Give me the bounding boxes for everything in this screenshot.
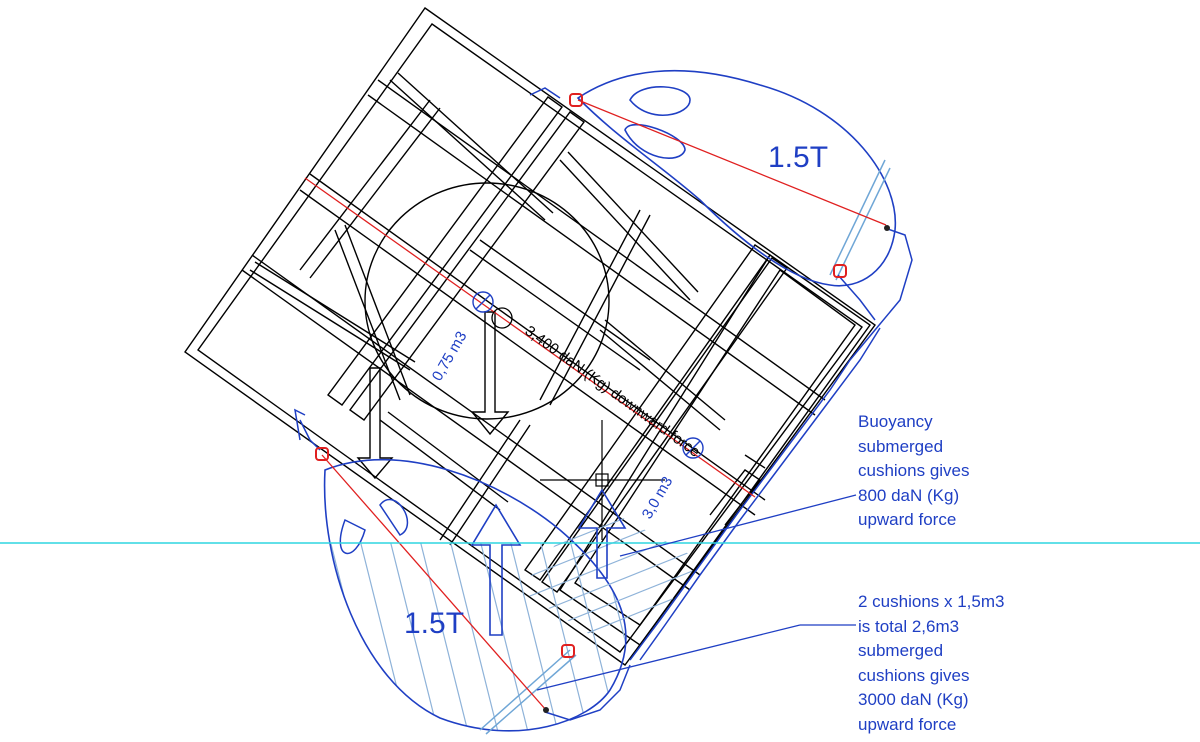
- pins: [543, 225, 890, 713]
- cushions-note: 2 cushions x 1,5m3 is total 2,6m3 submer…: [858, 592, 1005, 734]
- brace-9: [559, 159, 691, 301]
- chord-4: [377, 79, 826, 401]
- volume-label-b: 3,0 m3: [639, 474, 677, 522]
- downward-force-label: 3,400 daN (Kg) downward force: [522, 322, 703, 460]
- frame-inner-outline: [197, 23, 863, 653]
- upward-arrow-1: [577, 488, 627, 579]
- brace-7: [334, 229, 401, 401]
- volume-markers: [472, 291, 704, 459]
- brace-8: [344, 224, 411, 396]
- cross-frame-1: [327, 96, 563, 406]
- shackle-left: [315, 447, 329, 461]
- upper-cushion-pocket-2: [624, 124, 686, 159]
- brace-20: [449, 424, 531, 546]
- leader-lines: [536, 494, 857, 691]
- shackles: [315, 93, 847, 658]
- chord-3: [367, 94, 816, 416]
- chord-1: [299, 189, 756, 516]
- buoyancy-note: Buoyancy submerged cushions gives 800 da…: [858, 412, 970, 529]
- chord-5: [241, 269, 691, 591]
- upper-cushion-label: 1.5T: [768, 141, 828, 174]
- down-arrow-outline-2: [470, 311, 510, 436]
- brace-13: [599, 329, 721, 431]
- brace-19: [439, 419, 521, 541]
- slings: [304, 99, 887, 711]
- brace-3: [299, 99, 431, 271]
- shackle-top: [569, 93, 583, 107]
- brace-4: [309, 107, 441, 279]
- upper-cushion: [576, 70, 897, 287]
- upper-cushion-pocket-1: [629, 86, 691, 116]
- upper-cushion-seam: [829, 159, 891, 281]
- force-origin-marker: [491, 307, 513, 329]
- brace-1: [389, 79, 546, 221]
- lower-cushion-seam: [479, 649, 571, 731]
- side-panel-inner: [574, 268, 856, 626]
- panel-rib: [744, 454, 766, 469]
- brace-15: [469, 249, 641, 371]
- cross-frame-2: [349, 111, 585, 421]
- brace-2: [397, 72, 554, 214]
- lower-cushion-label: 1.5T: [404, 607, 464, 640]
- down-arrow-outline: [356, 367, 394, 480]
- chord-2: [309, 173, 766, 501]
- straps: [294, 87, 913, 721]
- brace-12: [549, 214, 651, 406]
- side-panel: [559, 254, 871, 646]
- panel-bracket: [709, 469, 762, 526]
- brace-6: [254, 261, 416, 363]
- brace-5: [249, 269, 411, 371]
- volume-label-a: 0,75 m3: [429, 329, 471, 384]
- brace-16: [479, 239, 651, 361]
- brace-14: [604, 319, 726, 421]
- center-tank: [364, 182, 610, 420]
- frame-outline: [184, 7, 876, 666]
- lower-cushion-pocket-2: [379, 498, 409, 536]
- lower-cushion-pocket-1: [339, 518, 366, 555]
- chord-6: [251, 254, 701, 576]
- cog-marker: [540, 420, 665, 540]
- lattice-frame: [184, 7, 876, 666]
- brace-17: [379, 419, 501, 511]
- shackle-right: [833, 264, 847, 278]
- buoyancy-arrows: [470, 488, 627, 636]
- shackle-bottom: [561, 644, 575, 658]
- cross-frame-4: [541, 257, 788, 593]
- brace-11: [539, 209, 641, 401]
- upward-arrow-2: [470, 503, 522, 636]
